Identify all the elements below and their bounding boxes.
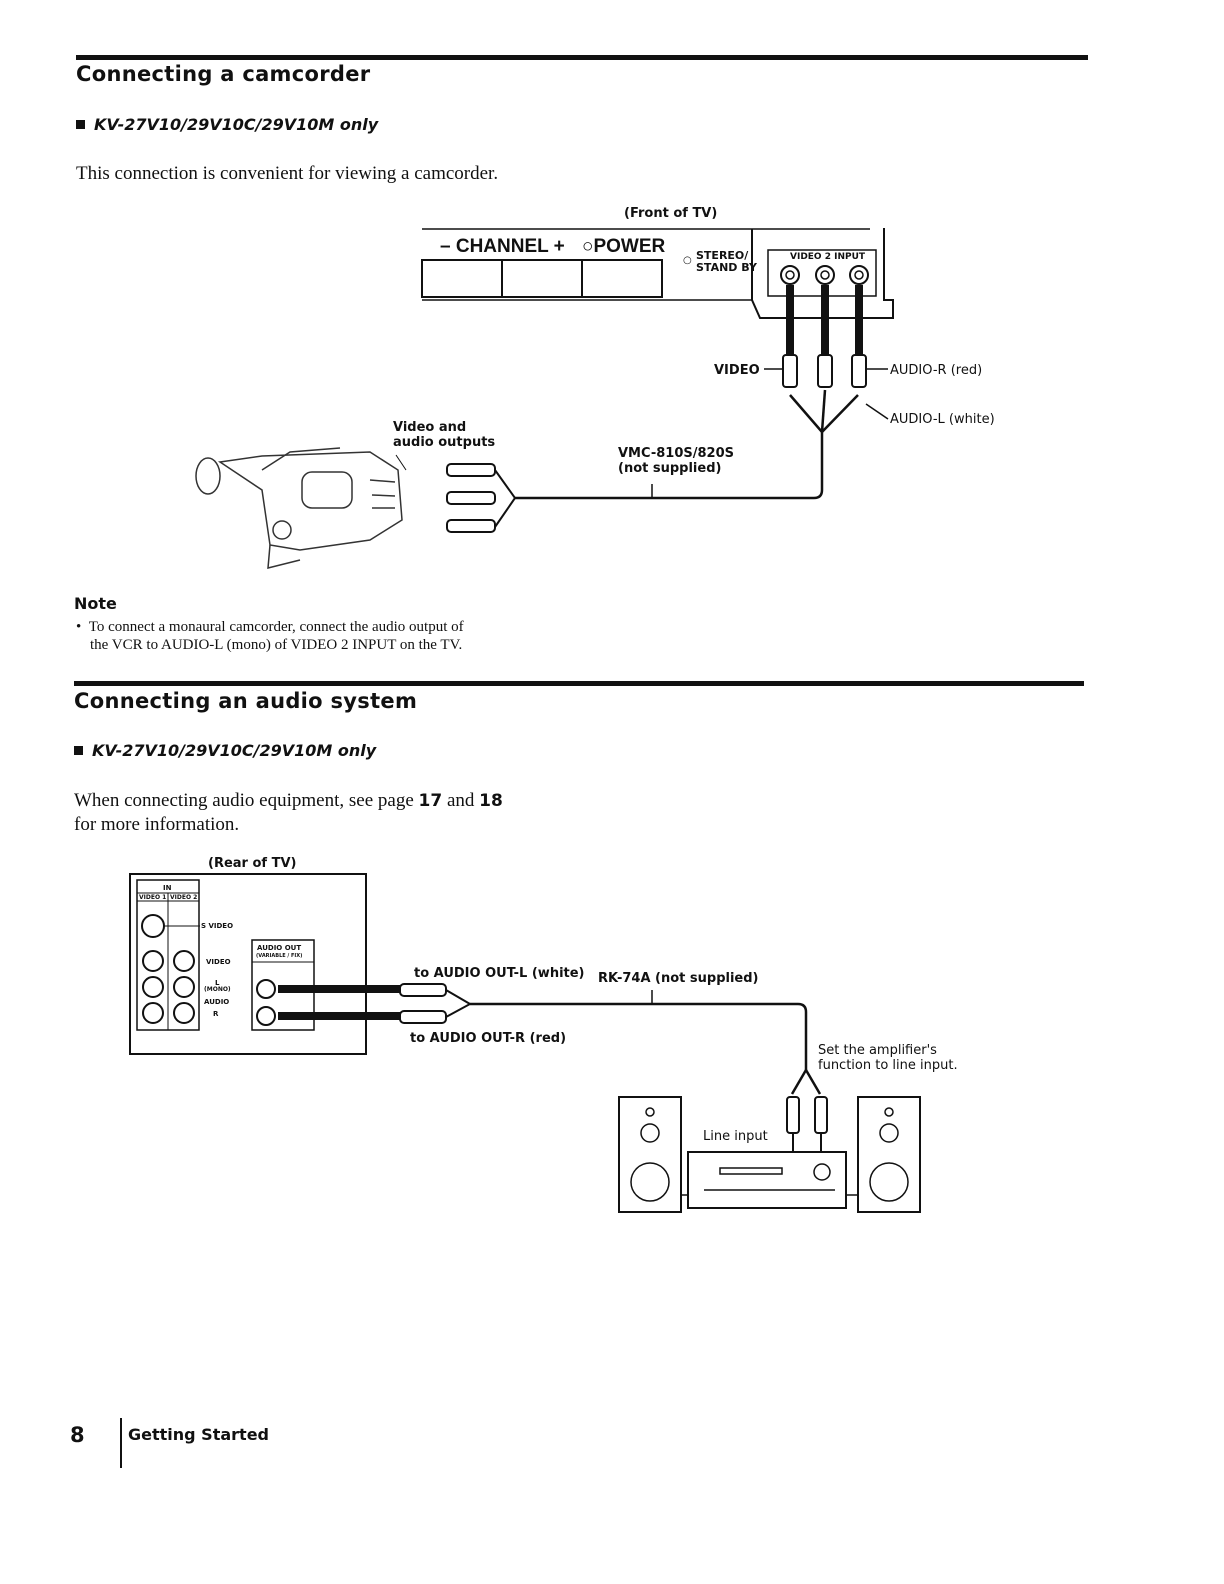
panel-in-label: IN bbox=[163, 884, 172, 892]
cable-rk74a-label: RK-74A (not supplied) bbox=[598, 971, 759, 986]
note-text: • To connect a monaural camcorder, conne… bbox=[76, 618, 464, 654]
panel-l-label: L bbox=[215, 979, 220, 987]
page-ref-18[interactable]: 18 bbox=[479, 791, 503, 811]
page-number: 8 bbox=[70, 1423, 85, 1447]
panel-video1-label: VIDEO 1 bbox=[139, 894, 167, 901]
to-audio-out-r-label: to AUDIO OUT-R (red) bbox=[410, 1031, 567, 1046]
section-title-audio: Connecting an audio system bbox=[74, 689, 418, 713]
intro-camcorder: This connection is convenient for viewin… bbox=[76, 163, 499, 184]
outputs-label-line1: Video and bbox=[393, 420, 467, 435]
power-ring-icon: ○ bbox=[582, 236, 594, 257]
section-rule-audio bbox=[74, 681, 1084, 686]
rear-of-tv-label: (Rear of TV) bbox=[208, 856, 297, 871]
front-of-tv-label: (Front of TV) bbox=[624, 206, 718, 221]
model-note-camcorder: KV-27V10/29V10C/29V10M only bbox=[76, 115, 378, 134]
standby-label: STAND BY bbox=[696, 261, 757, 274]
stereo-label: STEREO/ bbox=[696, 249, 749, 262]
panel-video-label: VIDEO bbox=[206, 958, 231, 966]
variable-fix-label: (VARIABLE / FIX) bbox=[256, 953, 303, 959]
bullet-square-icon bbox=[74, 746, 83, 755]
page-ref-17[interactable]: 17 bbox=[418, 791, 443, 811]
cable-not-supplied-label: (not supplied) bbox=[618, 461, 722, 476]
to-audio-out-l-label: to AUDIO OUT-L (white) bbox=[414, 966, 585, 981]
channel-label: – CHANNEL + bbox=[440, 236, 565, 257]
set-amp-line1: Set the amplifier's bbox=[818, 1043, 937, 1058]
intro-audio: When connecting audio equipment, see pag… bbox=[74, 790, 503, 835]
note-heading: Note bbox=[74, 594, 117, 613]
model-note-audio: KV-27V10/29V10C/29V10M only bbox=[74, 741, 376, 760]
outputs-label-line2: audio outputs bbox=[393, 435, 496, 450]
cable-model-label: VMC-810S/820S bbox=[618, 446, 734, 461]
bullet-dot-icon: • bbox=[76, 619, 89, 635]
note-line-1: • To connect a monaural camcorder, conne… bbox=[76, 619, 464, 635]
audio-out-label: AUDIO OUT bbox=[257, 944, 302, 952]
footer-section-label: Getting Started bbox=[128, 1425, 269, 1444]
panel-mono-label: (MONO) bbox=[204, 986, 231, 993]
set-amp-line2: function to line input. bbox=[818, 1058, 958, 1073]
note-line-2: the VCR to AUDIO-L (mono) of VIDEO 2 INP… bbox=[90, 637, 463, 653]
section-title-camcorder: Connecting a camcorder bbox=[76, 62, 371, 86]
video-plug-label: VIDEO bbox=[714, 363, 760, 378]
panel-svideo-label: S VIDEO bbox=[201, 922, 234, 930]
bullet-square-icon bbox=[76, 120, 85, 129]
section-rule-top bbox=[76, 55, 1088, 60]
line-input-label: Line input bbox=[703, 1129, 768, 1144]
panel-r-label: R bbox=[213, 1010, 219, 1018]
stereo-indicator-icon: ○ bbox=[683, 255, 692, 266]
panel-video2-label: VIDEO 2 bbox=[170, 894, 198, 901]
audio-l-label: AUDIO-L (white) bbox=[890, 412, 995, 427]
video2-input-label: VIDEO 2 INPUT bbox=[790, 252, 866, 262]
audio-r-label: AUDIO-R (red) bbox=[890, 363, 983, 378]
power-label: ○POWER bbox=[582, 236, 666, 257]
panel-audio-label: AUDIO bbox=[204, 998, 230, 1006]
